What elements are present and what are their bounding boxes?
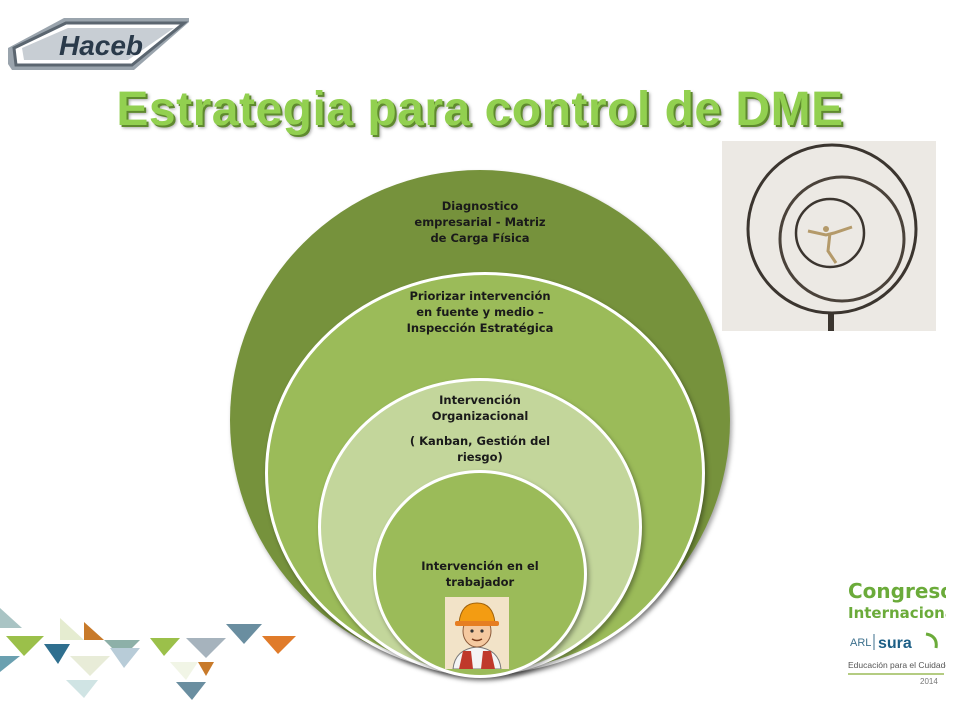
congreso-line1: Congreso (848, 579, 946, 603)
year-label: 2014 (920, 677, 938, 686)
decorative-triangles (0, 608, 296, 700)
sura-label: sura (878, 635, 912, 652)
haceb-logo: Haceb (8, 18, 189, 70)
worker-icon (445, 597, 509, 669)
third-circle-title: Intervención Organizacional (431, 393, 529, 423)
tagline-label: Educación para el Cuidado (848, 660, 946, 670)
congreso-internacional-logo: Congreso Internacional ARL sura Educació… (848, 579, 946, 686)
ring-sculpture-image (722, 141, 936, 331)
sura-leaf-icon (925, 632, 938, 649)
second-circle-label: Priorizar intervención en fuente y medio… (406, 289, 554, 335)
third-circle-detail: ( Kanban, Gestión del riesgo) (409, 434, 551, 464)
slide-title: Estrategia para control de DME (116, 83, 844, 136)
congreso-line2: Internacional (848, 604, 946, 622)
inner-circle-label: Intervención en el trabajador (421, 559, 539, 589)
outer-circle-label: Diagnostico empresarial - Matriz de Carg… (414, 199, 546, 245)
haceb-logo-text: Haceb (59, 30, 143, 61)
arl-label: ARL (850, 637, 871, 649)
